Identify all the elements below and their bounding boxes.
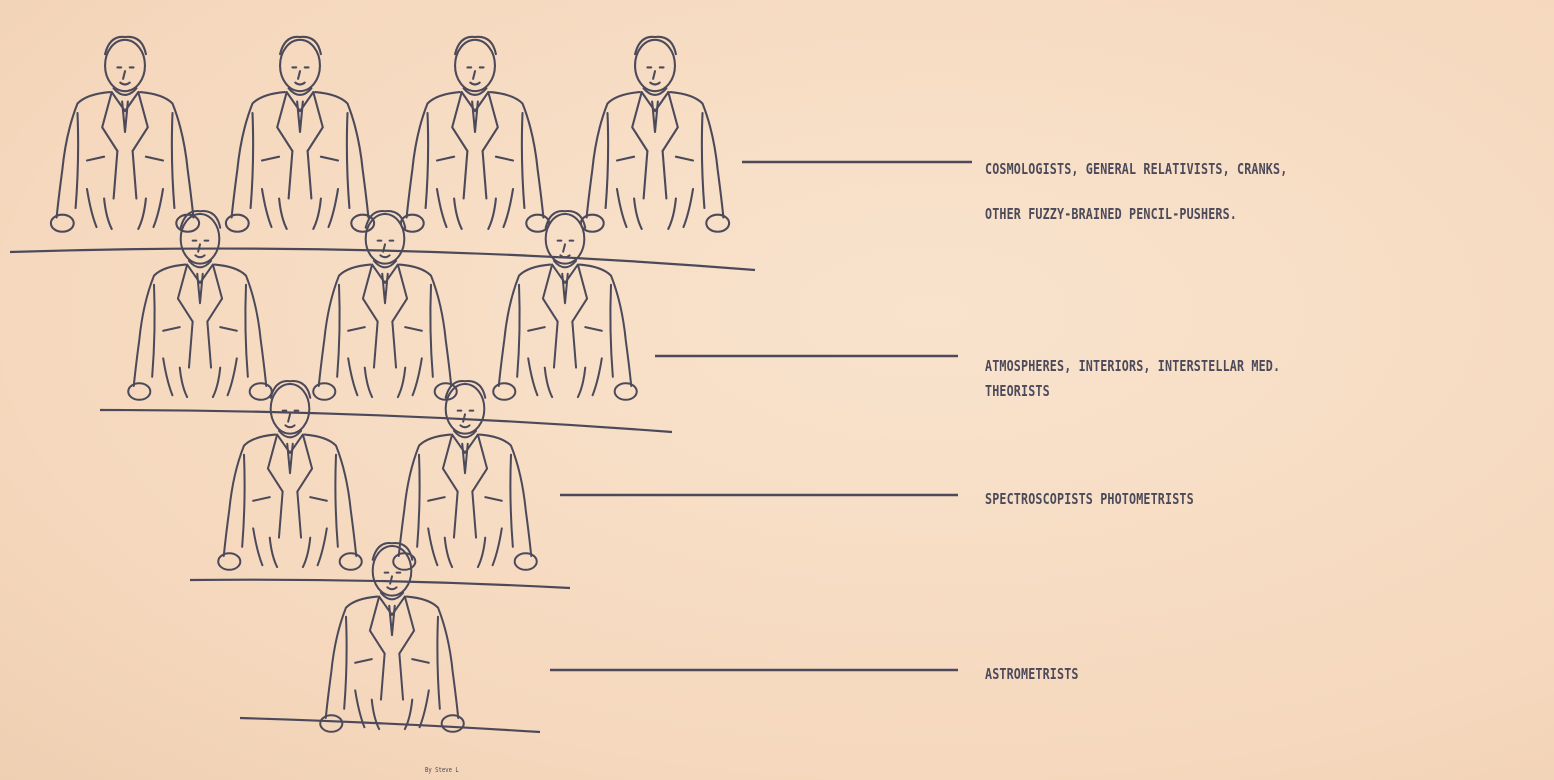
label-astrometrists: ASTROMETRISTS <box>985 665 1079 683</box>
label-theorists-line1: ATMOSPHERES, INTERIORS, INTERSTELLAR MED… <box>985 357 1280 375</box>
label-spectroscopists: SPECTROSCOPISTS PHOTOMETRISTS <box>985 490 1194 508</box>
label-theorists-line2: THEORISTS <box>985 382 1050 400</box>
figure-top-tier <box>10 37 755 270</box>
label-cosmologists-line1: COSMOLOGISTS, GENERAL RELATIVISTS, CRANK… <box>985 160 1287 178</box>
artist-signature: By Steve L <box>425 766 459 774</box>
figure-base-tier <box>240 543 540 732</box>
label-cosmologists-line2: OTHER FUZZY-BRAINED PENCIL-PUSHERS. <box>985 205 1237 223</box>
figure-second-tier <box>100 211 672 432</box>
